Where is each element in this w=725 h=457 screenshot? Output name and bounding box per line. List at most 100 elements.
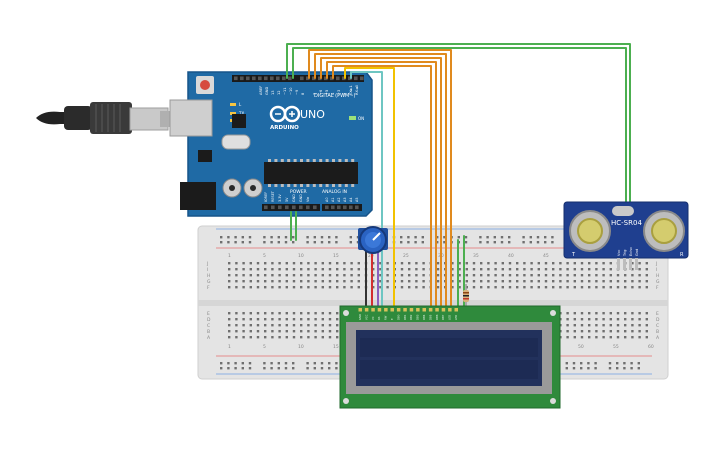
header-hole (331, 205, 335, 210)
breadboard-hole (264, 330, 267, 333)
breadboard-hole (278, 318, 281, 321)
pin-label: 2 (343, 93, 347, 95)
breadboard-hole (350, 286, 353, 289)
breadboard-hole (536, 241, 540, 244)
breadboard-hole (248, 362, 252, 365)
breadboard-hole (451, 274, 454, 277)
breadboard-hole (595, 274, 598, 277)
breadboard-hole (235, 336, 238, 339)
breadboard-hole (386, 262, 389, 265)
breadboard-hole (631, 286, 634, 289)
breadboard-hole (278, 324, 281, 327)
breadboard-hole (588, 268, 591, 271)
chip-pin (268, 159, 271, 162)
lcd-pin-label: DB1 (403, 314, 407, 320)
mount-hole (550, 310, 556, 316)
breadboard-hole (595, 330, 598, 333)
column-number: 50 (578, 344, 584, 350)
breadboard-hole (573, 262, 576, 265)
header-hole (336, 76, 340, 81)
breadboard-hole (493, 241, 496, 244)
breadboard-hole (523, 274, 526, 277)
breadboard-hole (624, 280, 627, 283)
analog-pin-label: A4 (349, 198, 353, 202)
header-hole (246, 76, 250, 81)
breadboard-hole (580, 336, 584, 339)
breadboard-hole (522, 236, 525, 239)
breadboard-hole (616, 312, 620, 315)
sensor-model: HC-SR04 (611, 219, 642, 227)
header-hole (324, 76, 328, 81)
breadboard-hole (220, 367, 223, 370)
breadboard-hole (336, 336, 339, 339)
breadboard-hole (638, 268, 641, 271)
breadboard-hole (638, 312, 641, 315)
header-hole (360, 76, 364, 81)
wire-orange-2 (314, 53, 447, 307)
usb-chip (232, 114, 246, 128)
breadboard-hole (343, 280, 346, 283)
breadboard-hole (307, 324, 310, 327)
breadboard-hole (422, 274, 425, 277)
reset-button-cap (200, 80, 210, 90)
breadboard-hole (624, 336, 627, 339)
breadboard-hole (271, 330, 274, 333)
sensor-t-mark: T (571, 252, 576, 258)
breadboard-hole (314, 312, 317, 315)
analog-pin-label: A0 (325, 198, 329, 202)
breadboard-hole (609, 286, 612, 289)
breadboard-hole (285, 330, 288, 333)
header-hole (292, 205, 296, 210)
chip-pin (306, 184, 310, 187)
row-letter: E (207, 311, 210, 317)
breadboard-hole (300, 286, 303, 289)
breadboard-hole (552, 268, 555, 271)
breadboard-hole (501, 268, 504, 271)
breadboard-hole (516, 268, 519, 271)
breadboard-hole (595, 286, 598, 289)
breadboard-hole (336, 262, 339, 265)
breadboard-hole (623, 367, 626, 370)
chip-pin (344, 159, 348, 162)
potentiometer-icon[interactable] (358, 226, 388, 254)
breadboard-hole (336, 286, 339, 289)
breadboard-hole (292, 312, 296, 315)
breadboard-hole (624, 286, 627, 289)
breadboard-hole (278, 262, 281, 265)
breadboard-hole (479, 241, 482, 244)
breadboard-hole (595, 324, 598, 327)
breadboard-hole (501, 286, 504, 289)
breadboard-hole (270, 367, 273, 370)
resistor-icon (463, 284, 469, 306)
analog-pin-label: A2 (337, 198, 341, 202)
breadboard-hole (277, 362, 280, 365)
breadboard-hole (336, 324, 339, 327)
lcd-pin (390, 308, 394, 312)
breadboard-hole (357, 274, 360, 277)
breadboard-hole (357, 262, 360, 265)
model-label: UNO (300, 108, 325, 121)
row-letter: I (656, 267, 657, 273)
breadboard-hole (292, 330, 296, 333)
breadboard-hole (292, 236, 295, 239)
lcd-pin-label: RS (377, 316, 381, 320)
breadboard-hole (284, 362, 288, 365)
breadboard-hole (314, 330, 317, 333)
row-letter: C (207, 323, 210, 329)
receiver-mesh (651, 218, 677, 244)
lcd-pin-label: E (390, 318, 394, 320)
breadboard-hole (544, 236, 547, 239)
column-number: 20 (368, 253, 374, 259)
breadboard-hole (638, 286, 641, 289)
breadboard-hole (487, 280, 490, 283)
analog-pin-label: A1 (331, 198, 335, 202)
sensor-pin-label: Gnd (635, 249, 639, 256)
breadboard-hole (256, 262, 260, 265)
breadboard-hole (328, 236, 331, 239)
breadboard-hole (530, 262, 533, 265)
breadboard-hole (400, 286, 404, 289)
